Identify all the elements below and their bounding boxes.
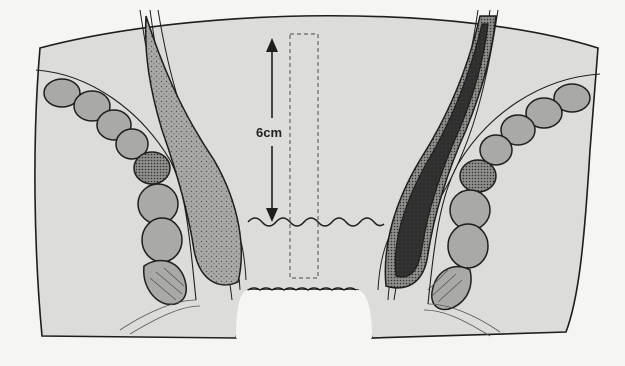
anal-canal-floor [236,290,372,338]
pelvic-outline [35,16,598,338]
measurement-label: 6cm [256,125,282,140]
